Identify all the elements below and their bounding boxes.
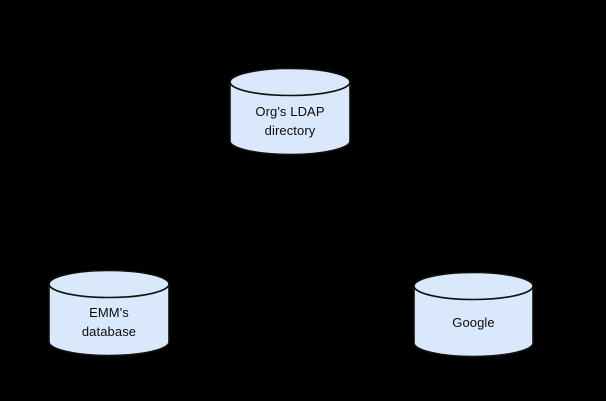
node-ldap[interactable]: Org's LDAP directory: [229, 67, 351, 156]
database-cylinder-icon: [48, 269, 170, 357]
database-cylinder-icon: [229, 67, 351, 156]
node-emm[interactable]: EMM's database: [48, 269, 170, 357]
node-google[interactable]: Google: [413, 271, 534, 358]
database-cylinder-icon: [413, 271, 534, 358]
